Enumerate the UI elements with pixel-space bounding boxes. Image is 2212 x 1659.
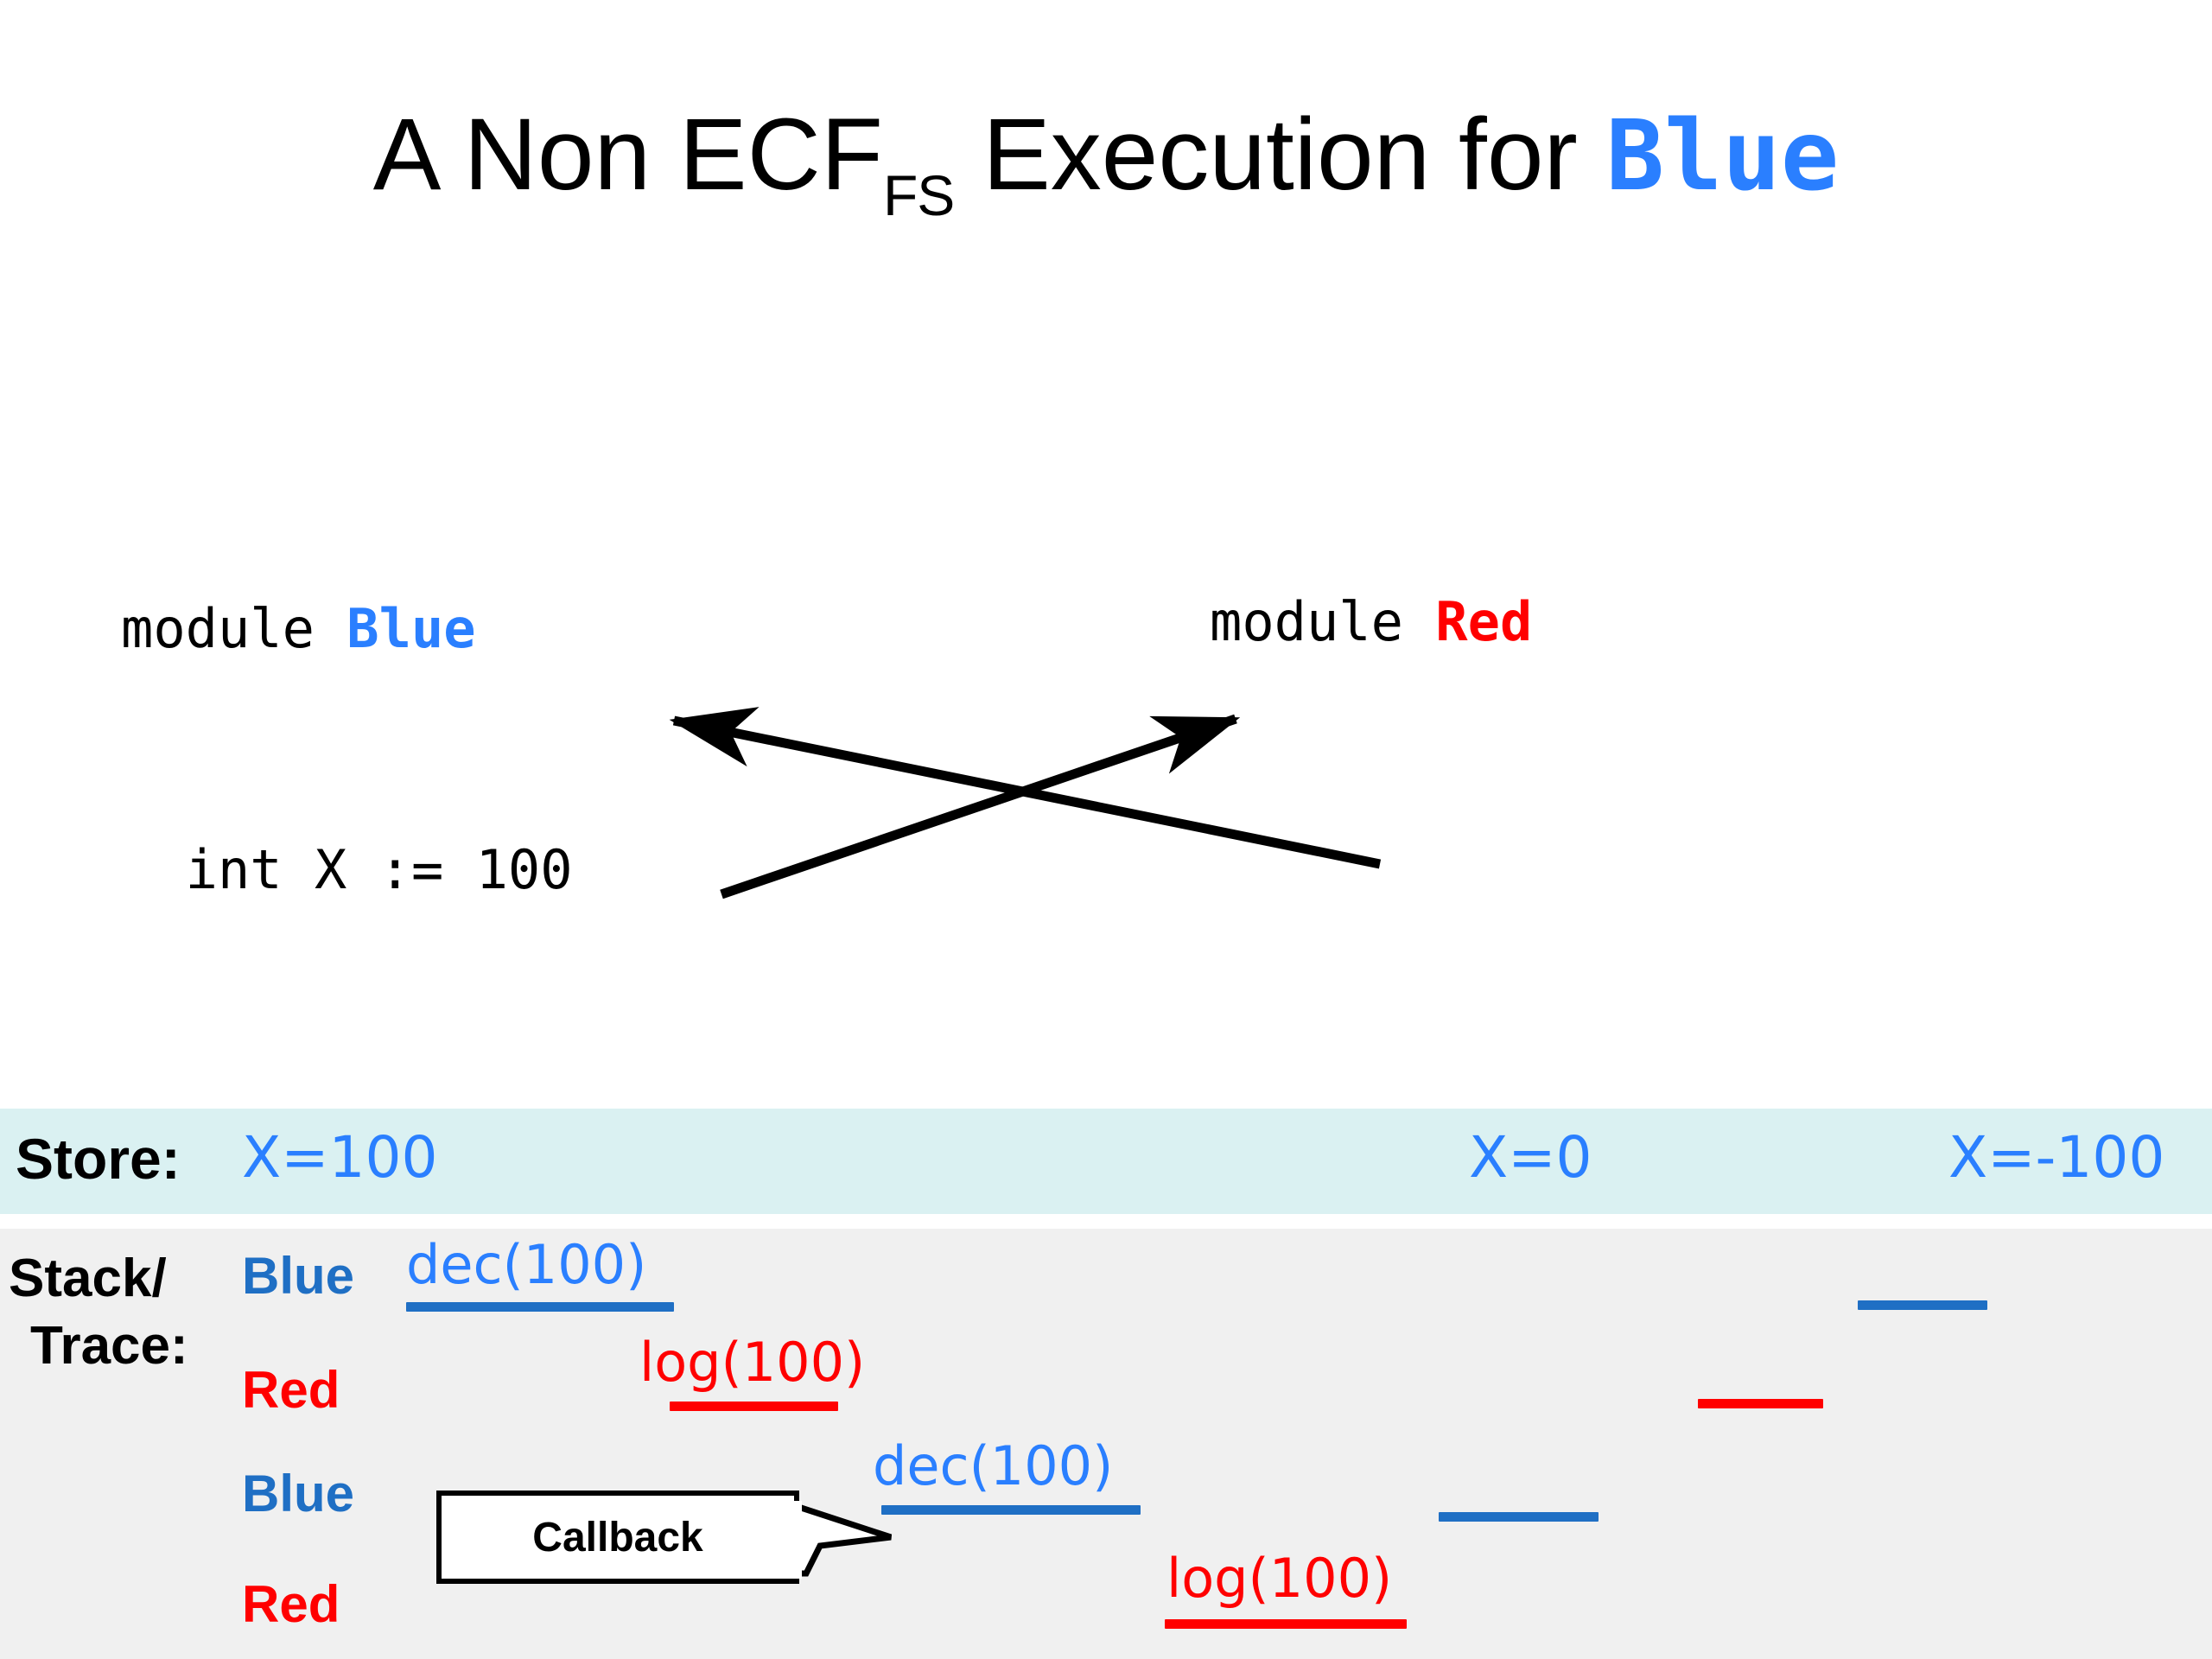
trace-bar-red — [1165, 1619, 1407, 1629]
code-blue-module-name: Blue — [346, 597, 476, 660]
trace-row-label-blue: Blue — [242, 1465, 355, 1522]
page-title: A Non ECFFS Execution for Blue — [0, 104, 2212, 224]
code-blue-module-line: module Blue — [121, 588, 605, 669]
callout-tail-icon — [794, 1501, 893, 1579]
stack-trace-label-line1: Stack/ — [9, 1249, 167, 1308]
store-value: X=-100 — [1948, 1124, 2165, 1191]
callback-callout-label: Callback — [532, 1514, 703, 1560]
code-red-module-name: Red — [1435, 590, 1533, 653]
trace-call-log: log(100) — [639, 1331, 866, 1394]
code-line — [1210, 823, 1597, 903]
trace-bar-blue-return — [1439, 1512, 1599, 1522]
title-part1: A Non ECF — [372, 98, 883, 212]
trace-bar-blue — [881, 1505, 1141, 1515]
trace-row-label-blue: Blue — [242, 1247, 355, 1305]
code-indent — [121, 838, 186, 901]
trace-bar-red-return — [1698, 1399, 1823, 1408]
arrow-blue-log-to-red-log — [720, 714, 1241, 899]
code-red-module-line: module Red — [1210, 582, 1597, 662]
trace-bar-blue-return — [1858, 1300, 1987, 1310]
store-value: X=0 — [1469, 1124, 1592, 1191]
code-text: int X := 100 — [185, 838, 573, 901]
callback-callout: Callback — [436, 1491, 893, 1584]
store-band: Store: X=100 X=0 X=-100 — [0, 1109, 2212, 1214]
trace-call-dec: dec(100) — [873, 1434, 1114, 1497]
trace-call-log: log(100) — [1166, 1547, 1393, 1610]
callback-callout-box — [436, 1491, 799, 1584]
title-highlight: Blue — [1605, 100, 1840, 213]
trace-call-dec: dec(100) — [406, 1233, 647, 1296]
trace-bar-blue — [406, 1302, 674, 1312]
title-part2: Execution for — [954, 98, 1606, 212]
stack-trace-label-line2: Trace: — [30, 1316, 188, 1376]
store-label: Store: — [16, 1127, 181, 1191]
stack-trace-band: Stack/ Trace: Blue dec(100) Red log(100)… — [0, 1229, 2212, 1659]
store-value: X=100 — [242, 1124, 438, 1191]
trace-bar-red — [670, 1402, 838, 1411]
trace-row-label-red: Red — [242, 1361, 340, 1419]
code-line: int X := 100 — [121, 830, 605, 910]
trace-row-label-red: Red — [242, 1575, 340, 1633]
code-blue-module-keyword: module — [121, 597, 347, 660]
title-subscript: FS — [882, 163, 955, 227]
code-red-module-keyword: module — [1210, 590, 1436, 653]
